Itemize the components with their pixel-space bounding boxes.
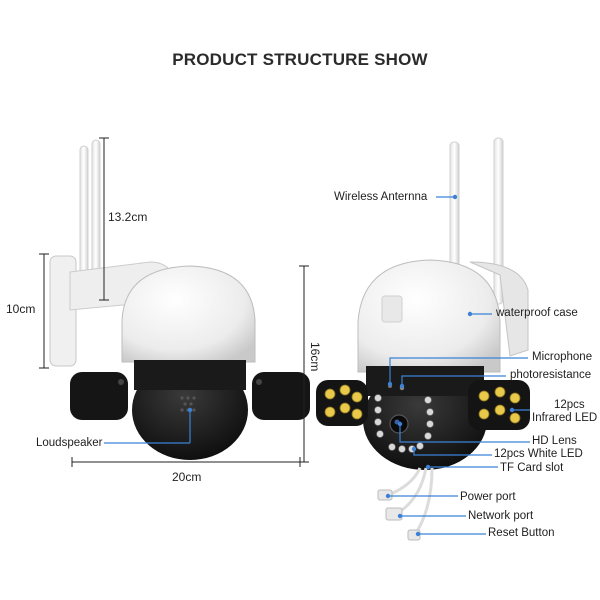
- width-label: 20cm: [172, 470, 202, 484]
- white-led-array: [374, 394, 434, 453]
- tf-card-slot-label: TF Card slot: [500, 462, 564, 474]
- antenna-right: [493, 137, 504, 305]
- loudspeaker-leader: [104, 407, 193, 444]
- mount-height-label: 10cm: [6, 302, 36, 316]
- left-camera: [49, 139, 310, 460]
- mount-bracket: [469, 261, 529, 357]
- cables: [385, 467, 434, 537]
- camera-head-collar: [366, 366, 484, 396]
- photoresistance-label: photoresistance: [510, 369, 592, 381]
- camera-dome: [357, 259, 501, 373]
- dome-panel: [381, 295, 403, 323]
- leader-lines: [388, 196, 530, 535]
- reset-button-label: Reset Button: [488, 527, 555, 539]
- dimension-lines: [39, 137, 309, 467]
- screw-icon: [118, 379, 124, 385]
- antenna-height-label: 13.2cm: [108, 210, 148, 224]
- waterproof-case-label: waterproof case: [496, 307, 578, 319]
- light-panel-right: [252, 372, 310, 420]
- loudspeaker-label: Loudspeaker: [36, 437, 103, 449]
- page-title: PRODUCT STRUCTURE SHOW: [172, 50, 428, 69]
- wireless-antenna-label: Wireless Anternna: [334, 191, 428, 203]
- right-camera: [316, 137, 530, 541]
- light-panel-left: [70, 372, 128, 420]
- leader-dots: [385, 194, 515, 537]
- infrared-led-label: Infrared LED: [532, 412, 598, 424]
- white-led-label: 12pcs White LED: [494, 448, 583, 460]
- camera-dome: [121, 265, 256, 363]
- network-port-label: Network port: [468, 510, 534, 522]
- infrared-count-label: 12pcs: [554, 399, 585, 411]
- screw-icon: [256, 379, 262, 385]
- infrared-led-array: [324, 384, 521, 424]
- body-height-label: 16cm: [308, 342, 322, 372]
- network-connector: [385, 507, 403, 521]
- hd-lens-label: HD Lens: [532, 435, 577, 447]
- camera-head-collar: [134, 360, 246, 390]
- power-port-label: Power port: [460, 491, 516, 503]
- microphone-label: Microphone: [532, 351, 593, 363]
